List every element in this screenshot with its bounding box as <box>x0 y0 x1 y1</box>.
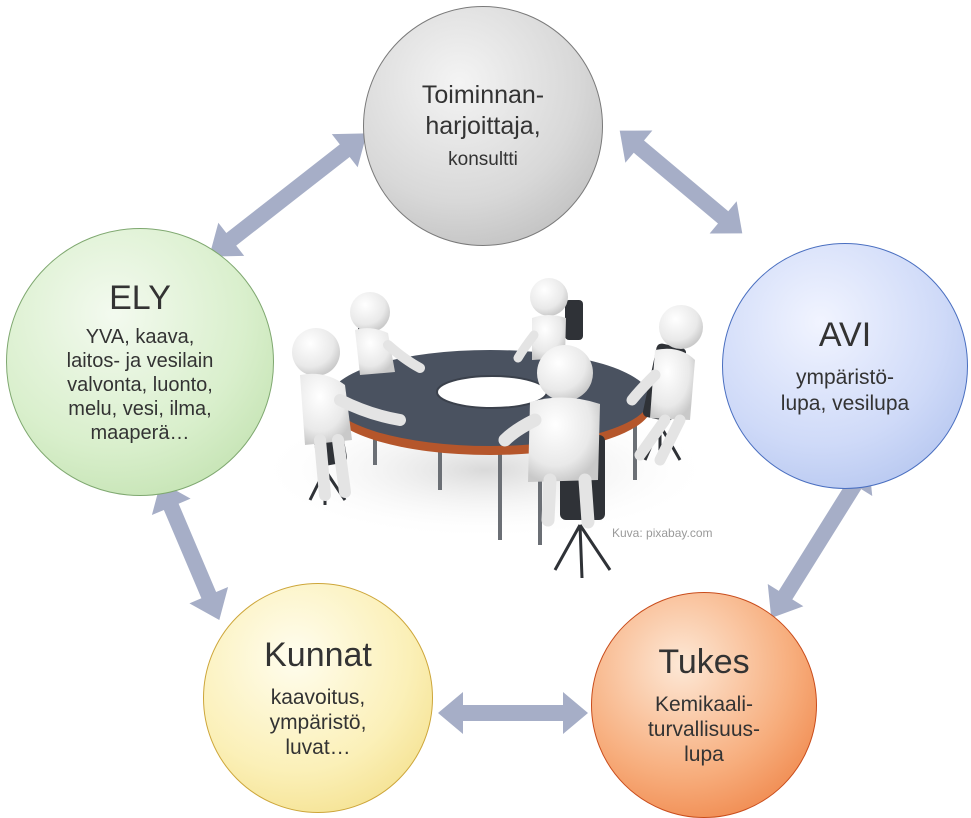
arrow-toiminnan-avi <box>619 130 743 234</box>
node-kunnat: Kunnat kaavoitus, ympäristö, luvat… <box>203 583 433 813</box>
node-title: Toiminnan- harjoittaja, <box>421 81 545 140</box>
node-description: kaavoitus, ympäristö, luvat… <box>269 685 367 760</box>
node-title: Kunnat <box>264 635 372 674</box>
photo-credit: Kuva: pixabay.com <box>612 526 713 540</box>
node-ely: ELY YVA, kaava, laitos- ja vesilain valv… <box>6 228 274 496</box>
node-title: ELY <box>109 279 171 318</box>
node-description: ympäristö- lupa, vesilupa <box>780 366 910 415</box>
node-title: Tukes <box>658 642 750 681</box>
node-avi: AVI ympäristö- lupa, vesilupa <box>722 243 968 489</box>
node-title: AVI <box>818 316 872 355</box>
arrow-avi-tukes <box>767 461 873 619</box>
node-description: Kemikaali- turvallisuus- lupa <box>647 692 761 767</box>
arrow-kunnat-tukes <box>438 692 588 734</box>
node-tukes: Tukes Kemikaali- turvallisuus- lupa <box>591 592 817 818</box>
arrow-ely-toiminnan <box>209 133 367 257</box>
node-description: konsultti <box>448 149 518 171</box>
node-toiminnanharjoittaja: Toiminnan- harjoittaja, konsultti <box>363 6 603 246</box>
node-description: YVA, kaava, laitos- ja vesilain valvonta… <box>66 325 214 444</box>
meeting-illustration <box>255 278 715 579</box>
arrow-ely-kunnat <box>151 481 229 621</box>
